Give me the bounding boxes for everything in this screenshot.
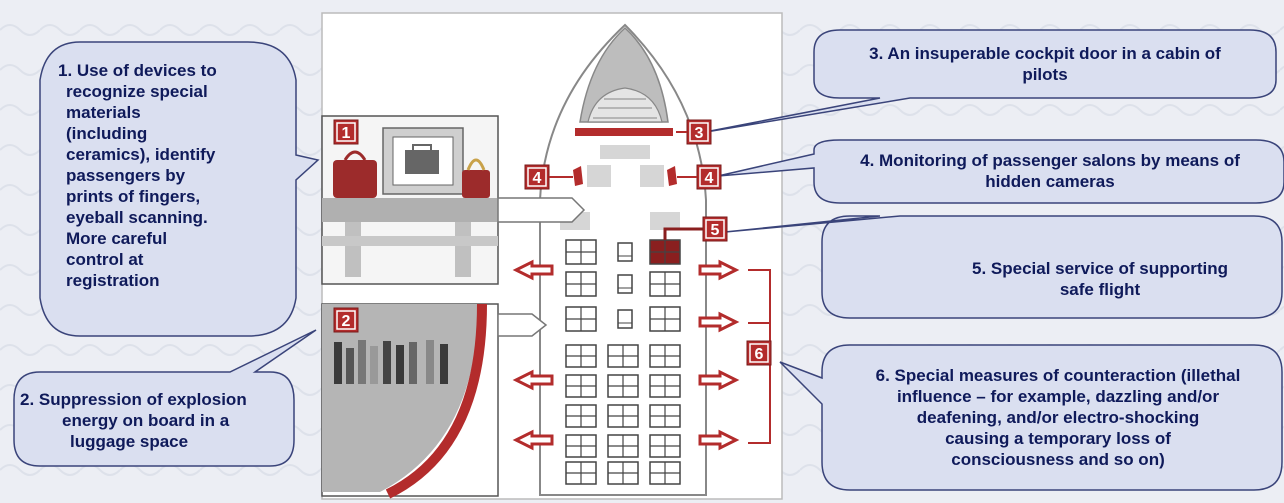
passenger-seats	[565, 239, 681, 485]
arrow-icon	[512, 259, 554, 281]
seat	[607, 434, 639, 458]
seat	[565, 344, 597, 368]
seat	[649, 271, 681, 297]
seat	[565, 374, 597, 398]
marker-label: 4	[533, 170, 542, 187]
seat	[649, 344, 681, 368]
marker-m1: 1	[333, 119, 359, 145]
arrow-icon	[512, 429, 554, 451]
seat	[565, 306, 597, 332]
seat	[607, 344, 639, 368]
callout-1-bubble	[39, 41, 320, 337]
seat	[565, 404, 597, 428]
seat	[565, 239, 597, 265]
marker-m2: 2	[333, 307, 359, 333]
marker-m3: 3	[686, 119, 712, 145]
seat	[607, 461, 639, 485]
callout-3-text: 3. An insuperable cockpit door in a cabi…	[869, 44, 1221, 84]
seat	[649, 239, 681, 265]
callout-3-bubble	[699, 29, 1277, 134]
callout-6-bubble	[779, 344, 1283, 491]
marker-label: 3	[695, 125, 704, 142]
callout-2-bubble	[13, 329, 317, 467]
seat	[649, 306, 681, 332]
seat	[649, 461, 681, 485]
marker-m4: 4	[696, 164, 722, 190]
suitcase-icon	[462, 170, 490, 198]
marker-label: 4	[705, 170, 714, 187]
marker-m4: 4	[524, 164, 550, 190]
arrow-icon	[698, 369, 740, 391]
seat	[565, 271, 597, 297]
marker-label: 1	[342, 125, 351, 142]
luggage-space-illustration	[321, 303, 548, 499]
cockpit-door	[575, 128, 673, 136]
marker-label: 6	[755, 346, 764, 363]
seat	[649, 434, 681, 458]
scanner-illustration	[321, 115, 586, 285]
seat	[607, 374, 639, 398]
seat	[649, 404, 681, 428]
arrow-icon	[698, 429, 740, 451]
marker-label: 2	[342, 313, 351, 330]
seat	[617, 242, 633, 262]
seat	[607, 404, 639, 428]
counteraction-arrows	[512, 259, 740, 451]
camera-icon	[667, 166, 677, 186]
seat	[649, 374, 681, 398]
callout-4-bubble	[717, 139, 1284, 204]
seat	[617, 309, 633, 329]
camera-icon	[573, 166, 583, 186]
seat	[565, 434, 597, 458]
seat	[565, 461, 597, 485]
callout-4-text: 4. Monitoring of passenger salons by mea…	[860, 151, 1240, 191]
arrow-icon	[698, 311, 740, 333]
marker-m6: 6	[746, 340, 772, 366]
arrow-icon	[512, 369, 554, 391]
callout-5-bubble	[724, 215, 1283, 319]
marker-m5: 5	[702, 216, 728, 242]
arrow-icon	[698, 259, 740, 281]
marker-label: 5	[711, 222, 720, 239]
callout-6-text: 6. Special measures of counteraction (il…	[875, 366, 1241, 469]
seat	[617, 274, 633, 294]
suitcase-icon	[333, 160, 377, 198]
